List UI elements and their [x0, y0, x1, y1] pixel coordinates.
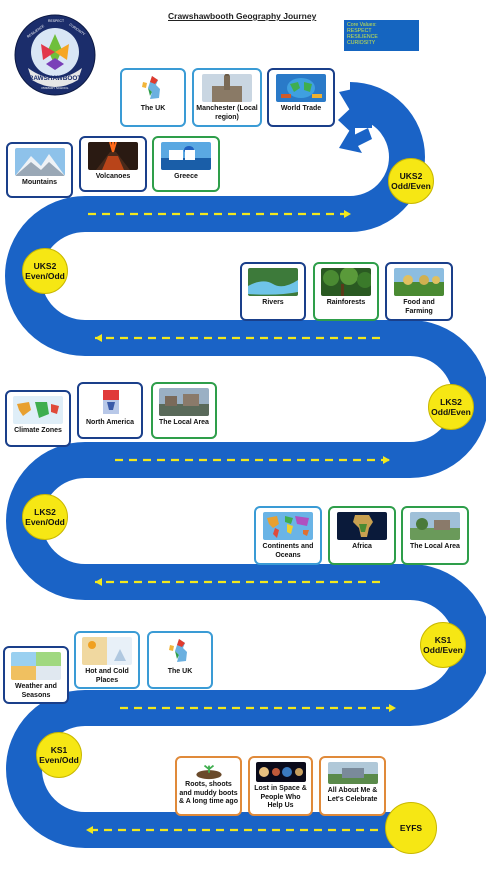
uk-map-icon	[128, 74, 178, 102]
planets-icon	[255, 762, 306, 782]
card-label: Rainforests	[326, 299, 366, 306]
card-world-trade[interactable]: World Trade	[267, 68, 335, 127]
rainforest-icon	[321, 268, 371, 296]
card-mountains[interactable]: Mountains	[6, 142, 73, 198]
road-path	[5, 82, 486, 848]
card-label: Africa	[352, 543, 372, 550]
card-label: Hot and Cold Places	[85, 668, 129, 684]
card-label: Mountains	[22, 179, 57, 186]
value-respect: RESPECT	[347, 28, 372, 34]
stage-uks2-odd-even: UKS2 Odd/Even	[388, 158, 434, 204]
card-continents[interactable]: Continents and Oceans	[254, 506, 322, 565]
card-roots-shoots[interactable]: Roots, shoots and muddy boots & A long t…	[175, 756, 242, 816]
climate-map-icon	[13, 396, 63, 424]
mountain-icon	[14, 148, 65, 176]
card-label: The UK	[140, 105, 166, 112]
card-label: North America	[86, 419, 134, 426]
road-dashes	[85, 212, 395, 832]
arrow-head	[95, 334, 102, 342]
seasons-icon	[11, 652, 61, 680]
school-logo: CRAWSHAWBOOTH RESILIENCE RESPECT CURIOSI…	[14, 14, 96, 96]
farming-icon	[394, 268, 444, 296]
stage-lks2-even-odd: LKS2 Even/Odd	[22, 494, 68, 540]
card-hot-cold[interactable]: Hot and Cold Places	[74, 631, 140, 689]
hot-cold-icon	[82, 637, 132, 665]
card-local-area-lks2[interactable]: The Local Area	[151, 382, 217, 439]
card-lost-in-space[interactable]: Lost in Space & People Who Help Us	[248, 756, 313, 816]
card-label: Continents and Oceans	[262, 543, 314, 559]
logo-text: CRAWSHAWBOOTH	[24, 75, 86, 82]
card-label: Roots, shoots and muddy boots & A long t…	[179, 781, 238, 805]
card-label: The Local Area	[159, 419, 209, 426]
volcano-icon	[88, 142, 138, 170]
card-label: Manchester (Local region)	[196, 105, 258, 121]
core-values-box: Core Values: RESPECT RESILIENCE CURIOSIT…	[344, 20, 419, 51]
manchester-town-hall-icon	[202, 74, 252, 102]
stage-uks2-even-odd: UKS2 Even/Odd	[22, 248, 68, 294]
card-label: The Local Area	[410, 543, 460, 550]
card-label: Greece	[174, 173, 198, 180]
stage-ks1-odd-even: KS1 Odd/Even	[420, 622, 466, 668]
card-label: All About Me & Let's Celebrate	[327, 787, 378, 803]
card-volcanoes[interactable]: Volcanoes	[79, 136, 147, 192]
card-label: Weather and Seasons	[15, 683, 57, 699]
core-values-heading: Core Values:	[347, 22, 377, 28]
value-resilience: RESILIENCE	[347, 34, 378, 40]
card-label: Volcanoes	[95, 173, 131, 180]
logo-subtext: PRIMARY SCHOOL	[41, 86, 68, 90]
world-trade-icon	[276, 74, 326, 102]
arrow-head	[95, 578, 102, 586]
uk-map-icon	[155, 637, 205, 665]
africa-icon	[337, 512, 387, 540]
card-the-uk-ks1[interactable]: The UK	[147, 631, 213, 689]
road-end-arrows	[338, 87, 372, 153]
arrow-head	[389, 704, 396, 712]
page-title: Crawshawbooth Geography Journey	[168, 11, 317, 21]
stage-lks2-odd-even: LKS2 Odd/Even	[428, 384, 474, 430]
card-label: Food and Farming	[403, 299, 435, 315]
card-label: Climate Zones	[14, 427, 62, 434]
card-food-farming[interactable]: Food and Farming	[385, 262, 453, 321]
card-label: The UK	[167, 668, 193, 675]
stage-ks1-even-odd: KS1 Even/Odd	[36, 732, 82, 778]
card-north-america[interactable]: North America	[77, 382, 143, 439]
card-africa[interactable]: Africa	[328, 506, 396, 565]
arrow-head	[86, 826, 93, 834]
card-climate-zones[interactable]: Climate Zones	[5, 390, 71, 447]
celebration-icon	[327, 762, 378, 784]
card-weather[interactable]: Weather and Seasons	[3, 646, 69, 704]
world-map-icon	[263, 512, 313, 540]
card-label: Rivers	[262, 299, 284, 306]
logo-word-respect: RESPECT	[48, 19, 64, 23]
card-label: World Trade	[280, 105, 322, 112]
card-rainforests[interactable]: Rainforests	[313, 262, 379, 321]
greece-icon	[161, 142, 211, 170]
arrow-head	[383, 456, 390, 464]
card-the-uk-top[interactable]: The UK	[120, 68, 186, 127]
card-label: Lost in Space & People Who Help Us	[254, 785, 307, 809]
arrow-head	[344, 210, 351, 218]
card-all-about-me[interactable]: All About Me & Let's Celebrate	[319, 756, 386, 816]
card-rivers[interactable]: Rivers	[240, 262, 306, 321]
card-greece[interactable]: Greece	[152, 136, 220, 192]
local-area-icon	[410, 512, 460, 540]
card-local-area-ks1[interactable]: The Local Area	[401, 506, 469, 565]
card-manchester[interactable]: Manchester (Local region)	[192, 68, 262, 127]
roots-shoots-icon	[186, 762, 231, 780]
local-area-icon	[159, 388, 209, 416]
north-america-icon	[85, 388, 135, 416]
river-icon	[248, 268, 298, 296]
value-curiosity: CURIOSITY	[347, 40, 376, 46]
stage-eyfs: EYFS	[385, 802, 437, 854]
